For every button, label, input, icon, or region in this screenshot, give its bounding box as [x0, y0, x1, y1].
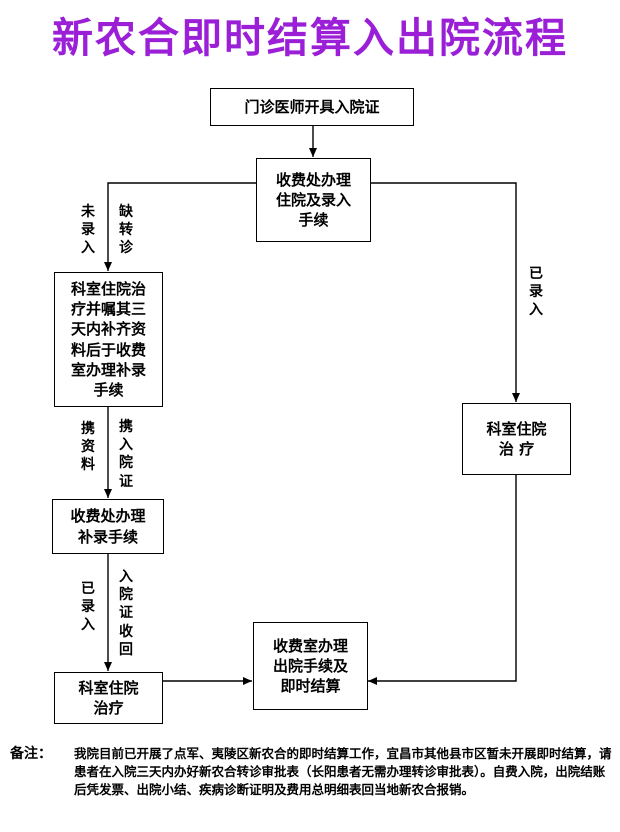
node-discharge: 收费室办理 出院手续及 即时结算 [253, 622, 368, 710]
footnote-text: 我院目前已开展了点军、夷陵区新农合的即时结算工作，宜昌市其他县市区暂未开展即时结… [74, 746, 612, 798]
node-dept-right: 科室住院 治 疗 [462, 403, 571, 475]
arrow-dept-right-to-discharge [368, 475, 517, 685]
node-register: 收费处办理 住院及录入 手续 [256, 158, 371, 242]
node-dept-missing: 科室住院治 疗并嘱其三 天内补齐资 料后于收费 室办理补录 手续 [54, 272, 163, 407]
edge-label-not-entered: 未录入 [81, 204, 95, 257]
edge-label-admission-returned: 入院证收回 [119, 569, 133, 658]
page-title: 新农合即时结算入出院流程 [52, 14, 568, 62]
node-outpatient: 门诊医师开具入院证 [210, 88, 414, 126]
arrow-register-to-dept-right [371, 182, 520, 402]
footnote-label: 备注： [10, 746, 52, 762]
edge-label-bring-admission: 携入院证 [119, 419, 133, 490]
edge-label-already-entered-left: 已录入 [81, 581, 95, 634]
edge-label-already-entered-right: 已录入 [529, 266, 543, 319]
node-supplement: 收费处办理 补录手续 [52, 499, 164, 554]
edge-label-bring-docs: 携资料 [81, 421, 95, 474]
node-dept-done: 科室住院 治疗 [54, 672, 163, 724]
edge-label-missing-referral: 缺转诊 [119, 204, 133, 257]
arrow-register-to-dept-missing [104, 182, 256, 271]
